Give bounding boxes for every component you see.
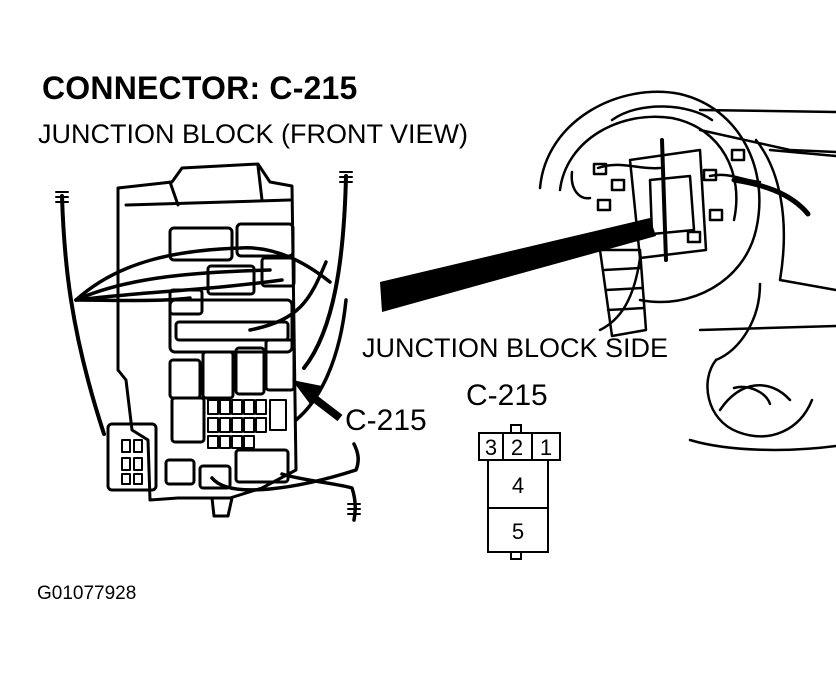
- pin-label-4: 4: [512, 473, 524, 498]
- diagram-subtitle: JUNCTION BLOCK (FRONT VIEW): [38, 119, 469, 149]
- connector-top-key: [510, 424, 522, 434]
- connector-bottom-key: [510, 551, 522, 560]
- c215-connector-diagram: [478, 424, 561, 560]
- c215-pointer-arrow: [292, 380, 343, 422]
- pin-label-3: 3: [485, 435, 497, 460]
- figure-id: G01077928: [37, 583, 137, 604]
- pin-label-5: 5: [512, 519, 524, 544]
- pin-1-cell: [531, 432, 561, 461]
- pin-2-cell: [502, 432, 533, 461]
- connector-label-left: C-215: [345, 404, 427, 437]
- pin-label-2: 2: [511, 435, 523, 460]
- junction-block-side-label: JUNCTION BLOCK SIDE: [362, 333, 669, 363]
- junction-block-illustration: [55, 162, 361, 522]
- dashboard-illustration: [538, 90, 836, 452]
- connector-label-right: C-215: [466, 379, 548, 412]
- view-wedge: [380, 218, 656, 312]
- connector-pin-labels: 3 2 1 4 5: [485, 435, 552, 544]
- diagram-title: CONNECTOR: C-215: [42, 70, 358, 106]
- pin-label-1: 1: [540, 435, 552, 460]
